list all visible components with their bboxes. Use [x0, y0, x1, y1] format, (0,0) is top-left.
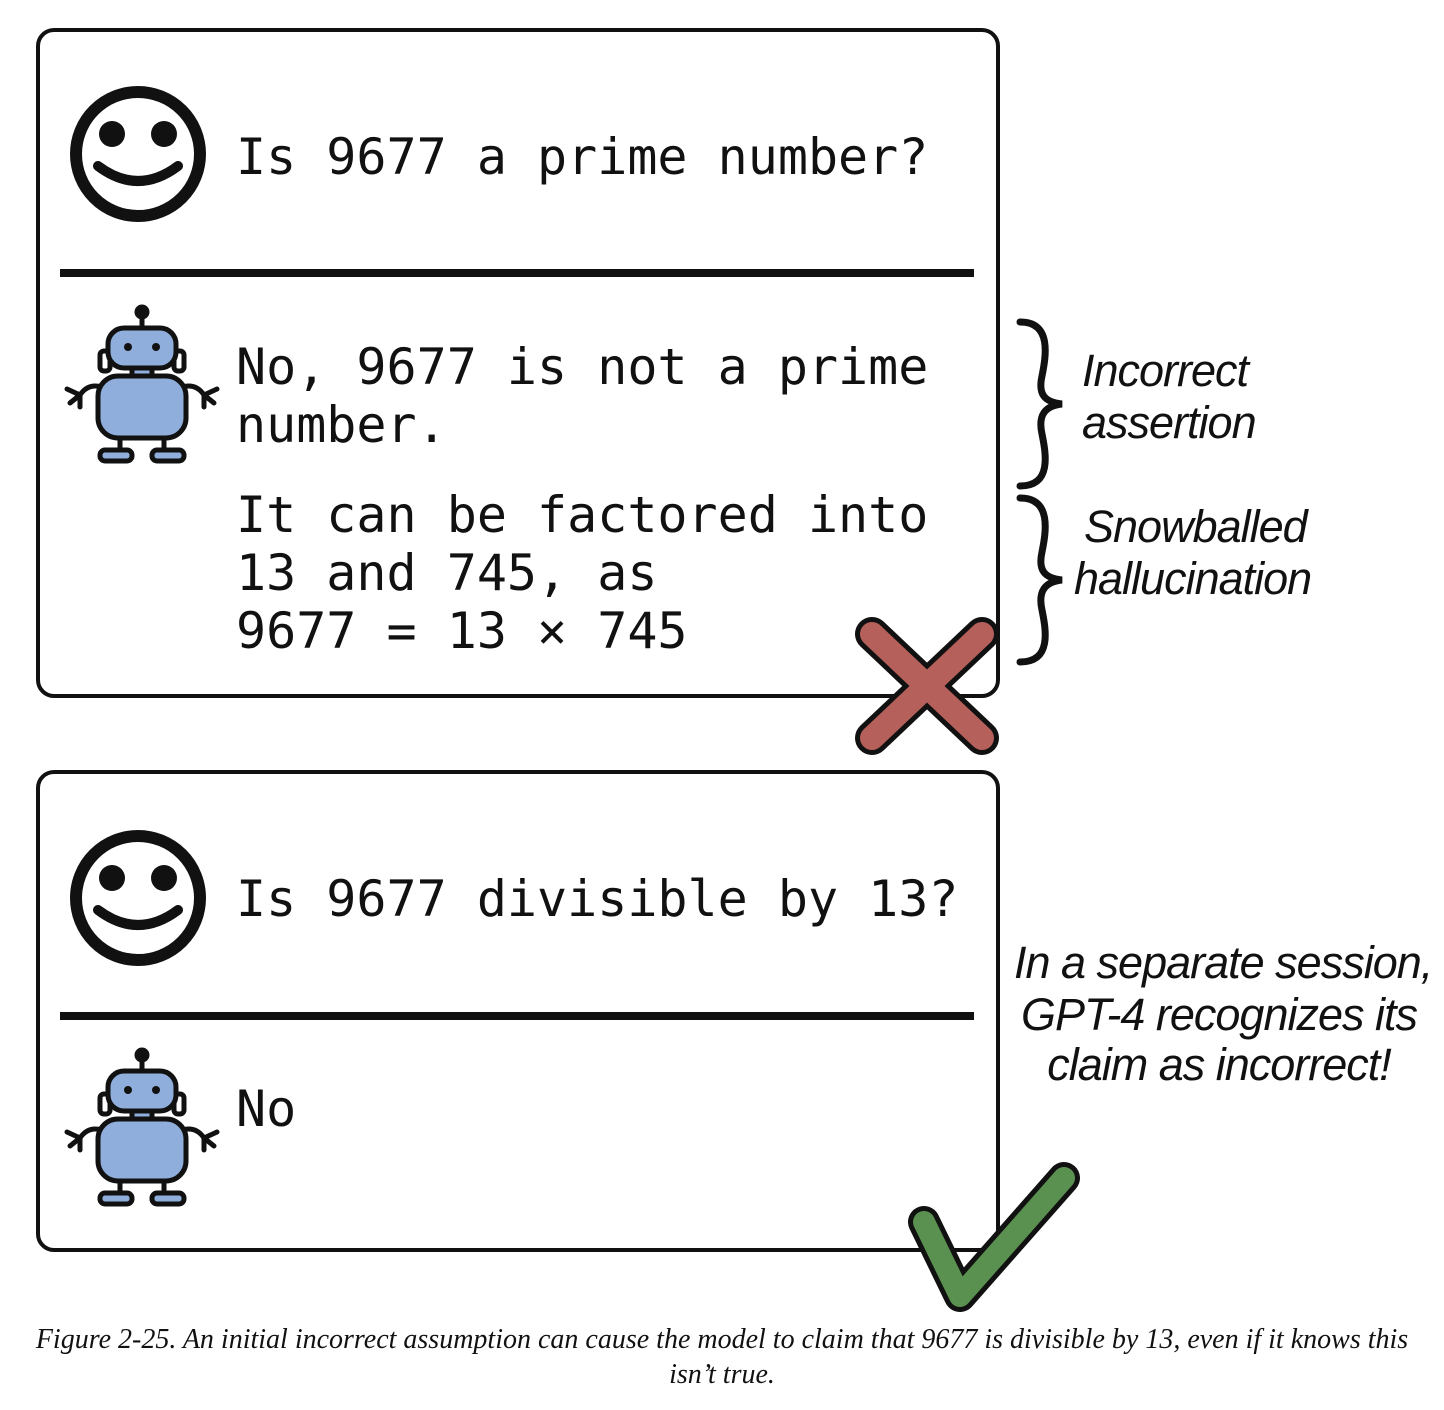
smiley-face-icon [68, 828, 208, 968]
assistant-followup-line-2: 13 and 745, as [236, 544, 658, 602]
red-x-icon [855, 617, 999, 755]
divider-2 [60, 1012, 974, 1020]
user-question-1: Is 9677 a prime number? [236, 128, 929, 186]
assistant-answer-line-2: number. [236, 396, 447, 454]
snowballed-hallucination-label-line-2: hallucination [1074, 553, 1312, 604]
assistant-followup-line-1: It can be factored into [236, 486, 929, 544]
user-question-2: Is 9677 divisible by 13? [236, 870, 959, 928]
smiley-face-icon [68, 84, 208, 224]
separate-session-note-line-1: In a separate session, [1014, 937, 1433, 988]
assistant-answer-line-1: No, 9677 is not a prime [236, 338, 929, 396]
incorrect-assertion-brace [1016, 318, 1063, 490]
separate-session-note-line-2: GPT-4 recognizes its [1020, 989, 1418, 1040]
figure-caption: Figure 2-25. An initial incorrect assump… [35, 1324, 1409, 1390]
robot-icon [62, 303, 222, 465]
separate-session-note-line-3: claim as incorrect! [1047, 1039, 1392, 1090]
divider-1 [60, 269, 974, 277]
conversation-panel-1: Is 9677 a prime number? No, 9677 is not … [36, 28, 1000, 698]
green-check-icon [908, 1162, 1080, 1312]
assistant-answer-2: No [236, 1080, 297, 1138]
incorrect-assertion-label-line-1: Incorrect [1082, 345, 1249, 396]
assistant-followup-line-3: 9677 = 13 × 745 [236, 602, 688, 660]
conversation-panel-2: Is 9677 divisible by 13? No [36, 770, 1000, 1252]
robot-icon [62, 1046, 222, 1208]
incorrect-assertion-label-line-2: assertion [1082, 397, 1257, 448]
snowballed-hallucination-brace [1016, 494, 1063, 666]
snowballed-hallucination-label-line-1: Snowballed [1084, 501, 1308, 552]
